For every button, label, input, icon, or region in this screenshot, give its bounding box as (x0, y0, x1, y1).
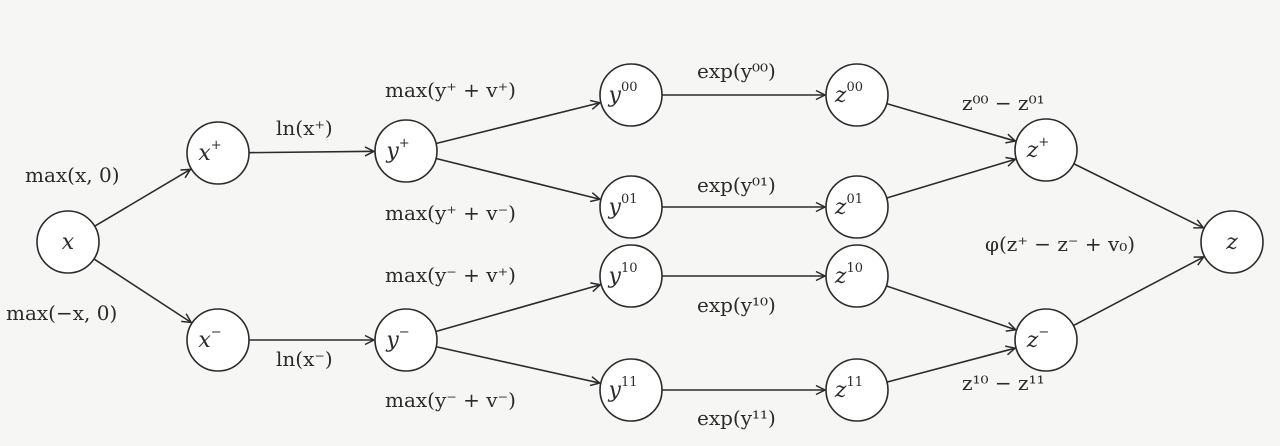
label-max-yp-vp: max(y⁺ + v⁺) (385, 78, 516, 102)
edge-x-to-xm (93, 258, 193, 324)
label-exp-y01: exp(y⁰¹) (697, 173, 776, 197)
node-y10: y10 (599, 244, 663, 308)
edge-zp-to-z (1073, 163, 1205, 229)
node-label: z− (1026, 325, 1050, 353)
node-circle (825, 63, 889, 127)
node-label: z (1225, 230, 1238, 255)
node-label: y01 (608, 192, 638, 220)
node-circle (1014, 118, 1078, 182)
node-z11: z11 (825, 358, 889, 422)
node-circle (599, 358, 663, 422)
label-max-ym-vp: max(y⁻ + v⁺) (385, 263, 516, 287)
node-label: x (62, 230, 75, 255)
label-exp-y00: exp(y⁰⁰) (697, 59, 776, 83)
node-z01: z01 (825, 175, 889, 239)
node-circle (374, 119, 438, 183)
nodes: x x+ x− y+ y− y00 y01 y10 y11 z00 z01 z10 z11 z+ z− z (36, 63, 1264, 422)
node-circle (599, 63, 663, 127)
edge-zm-to-z (1073, 256, 1206, 327)
node-label: y00 (608, 80, 638, 108)
label-max-x: max(x, 0) (25, 163, 120, 187)
node-circle (374, 308, 438, 372)
edge-ym-to-y10 (435, 282, 602, 333)
node-label: y− (385, 325, 409, 353)
label-max-yp-vm: max(y⁺ + v⁻) (385, 201, 516, 225)
node-ym: y− (374, 308, 438, 372)
label-ln-xm: ln(x⁻) (276, 347, 333, 371)
node-zm: z− (1014, 308, 1078, 372)
edge-z11-to-zm (886, 345, 1017, 383)
node-circle (1200, 210, 1264, 274)
label-max-ym-vm: max(y⁻ + v⁻) (385, 388, 516, 412)
node-circle (599, 175, 663, 239)
edge-z00-to-zp (886, 102, 1017, 144)
node-x: x (36, 210, 100, 274)
node-circle (825, 175, 889, 239)
node-z: z (1200, 210, 1264, 274)
node-label: z+ (1026, 135, 1050, 163)
node-yp: y+ (374, 119, 438, 183)
edge-x-to-xp (94, 168, 192, 227)
node-label: y+ (385, 136, 409, 164)
label-exp-y10: exp(y¹⁰) (697, 293, 776, 317)
label-ln-xp: ln(x⁺) (276, 116, 333, 140)
edge-ym-to-y11 (436, 345, 602, 387)
node-circle (186, 308, 250, 372)
label-max-neg-x: max(−x, 0) (6, 301, 117, 325)
node-xp: x+ (186, 121, 250, 185)
node-label: x− (198, 325, 221, 353)
node-label: y10 (608, 261, 638, 289)
node-circle (599, 244, 663, 308)
node-circle (825, 358, 889, 422)
label-phi: φ(z⁺ − z⁻ + v₀) (985, 232, 1135, 256)
edge-z10-to-zm (886, 285, 1018, 332)
edge-yp-to-y01 (435, 157, 602, 203)
node-label: x+ (198, 138, 221, 166)
node-zp: z+ (1014, 118, 1078, 182)
node-label: z11 (834, 375, 863, 403)
node-label: z10 (834, 261, 863, 289)
edge-z01-to-zp (886, 156, 1017, 199)
node-circle (186, 121, 250, 185)
node-z10: z10 (825, 244, 889, 308)
label-z10-minus-z11: z¹⁰ − z¹¹ (962, 371, 1045, 395)
node-y11: y11 (599, 358, 663, 422)
node-label: z01 (834, 192, 863, 220)
node-y00: y00 (599, 63, 663, 127)
node-circle (1014, 308, 1078, 372)
node-label: y11 (608, 375, 638, 403)
edge-xp-to-yp (248, 146, 376, 157)
edge-yp-to-y00 (435, 99, 602, 145)
node-circle (36, 210, 100, 274)
node-z00: z00 (825, 63, 889, 127)
label-z00-minus-z01: z⁰⁰ − z⁰¹ (962, 91, 1045, 115)
node-label: z00 (834, 80, 863, 108)
edge-labels: max(x, 0) max(−x, 0) ln(x⁺) ln(x⁻) max(y… (6, 59, 1135, 430)
node-y01: y01 (599, 175, 663, 239)
node-circle (825, 244, 889, 308)
node-xm: x− (186, 308, 250, 372)
edges (93, 89, 1206, 396)
label-exp-y11: exp(y¹¹) (697, 406, 776, 430)
